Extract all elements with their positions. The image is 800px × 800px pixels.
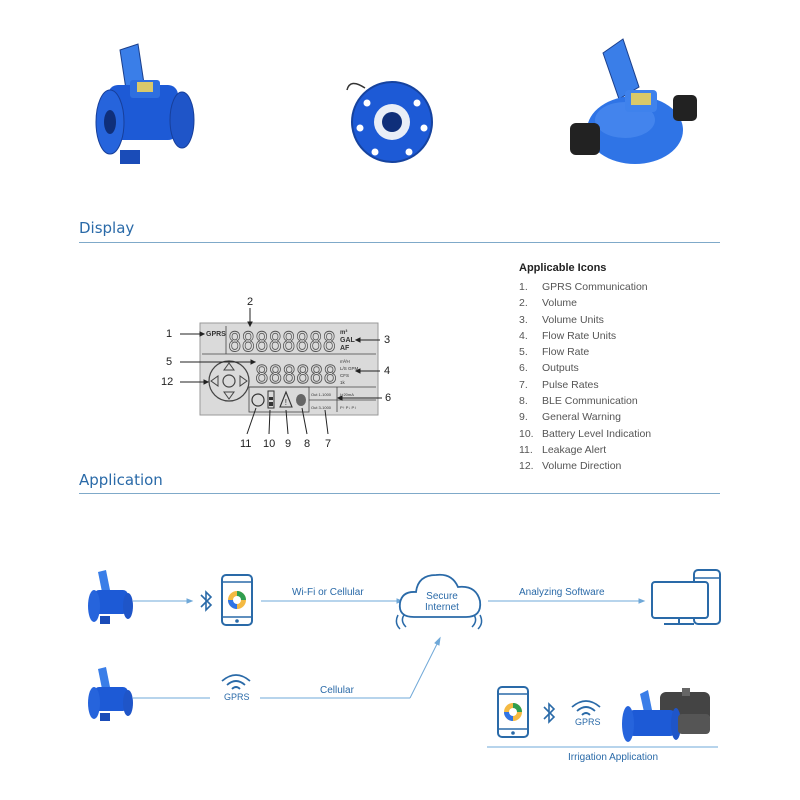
list-item: 9.General Warning: [519, 411, 621, 424]
list-item: 6.Outputs: [519, 362, 579, 375]
secure-label: Secure: [426, 591, 458, 602]
general-warning-icon: [279, 390, 293, 408]
callout-5: 5: [166, 356, 173, 368]
callout-9: 9: [285, 438, 292, 450]
lcd-unit-af: AF: [340, 345, 350, 352]
irrigation-gprs-signal-icon: [571, 700, 601, 716]
lcd-out3-text: I+20mA: [340, 392, 354, 397]
lcd-flow-unit-cfs: CFS: [340, 373, 349, 378]
callout-12: 12: [161, 376, 174, 388]
wifi-cellular-label: Wi-Fi or Cellular: [292, 587, 364, 598]
irrigation-smartphone-icon: [497, 686, 529, 738]
lcd-out4-text: P↑ P↓ P↕: [340, 405, 356, 410]
secure-internet-cloud-icon: [395, 573, 483, 630]
callout-10: 10: [263, 438, 276, 450]
smartphone-icon: [221, 574, 253, 626]
lcd-unit-gal: GAL: [340, 337, 356, 344]
gprs-signal-icon: [221, 674, 251, 690]
analyzing-software-label: Analyzing Software: [519, 587, 605, 598]
computer-icon: [651, 569, 721, 625]
bluetooth-icon: [200, 590, 213, 612]
callout-4: 4: [384, 365, 391, 377]
list-item: 3.Volume Units: [519, 313, 604, 326]
list-item: 2.Volume: [519, 297, 578, 310]
svg-text:!: !: [285, 398, 287, 407]
meter-side-view-image: [95, 43, 195, 164]
lcd-out1-text: Out 1-1000: [311, 392, 332, 397]
application-section-divider: [79, 493, 720, 494]
lcd-flow-unit-m3h: m³/H: [340, 359, 350, 364]
gprs-label: GPRS: [224, 692, 250, 702]
callout-11: 11: [240, 438, 252, 450]
meter-icon-gprs-path: [88, 667, 133, 721]
list-item: 5.Flow Rate: [519, 346, 590, 359]
meter-threaded-view-image: [570, 38, 697, 164]
list-item: 11.Leakage Alert: [519, 443, 607, 456]
callout-6: 6: [385, 392, 392, 404]
meter-icon-wifi-path: [88, 570, 133, 624]
list-item: 12.Volume Direction: [519, 460, 622, 473]
leakage-alert-icon: [251, 393, 265, 407]
irrigation-meter-valve-image: [622, 688, 710, 742]
display-section-divider: [79, 242, 720, 243]
battery-level-icon: [267, 390, 275, 409]
lcd-flow-digits: 888888: [255, 360, 337, 389]
list-item: 4.Flow Rate Units: [519, 329, 617, 342]
callout-7: 7: [325, 438, 332, 450]
lcd-flow-unit-lps: L/S GPM: [340, 366, 359, 371]
display-section-title: Display: [79, 219, 135, 237]
list-item: 7.Pulse Rates: [519, 378, 599, 391]
lcd-flow-unit-1k: 1k: [340, 380, 346, 385]
callout-1: 1: [166, 328, 173, 340]
application-section-title: Application: [79, 471, 163, 489]
meter-flange-view-image: [346, 81, 433, 163]
volume-direction-icon: [208, 360, 250, 402]
irrigation-application-label: Irrigation Application: [568, 752, 659, 763]
list-item: 10.Battery Level Indication: [519, 427, 652, 440]
applicable-icons-list: 1.GPRS Communication 2.Volume 3.Volume U…: [519, 279, 651, 475]
cellular-label: Cellular: [320, 685, 354, 696]
lcd-display-diagram: GPRS 88888888 m³ GAL AF 888888 m³/H L/S …: [180, 308, 382, 435]
irrigation-bluetooth-icon: [543, 702, 556, 724]
callout-8: 8: [304, 438, 311, 450]
list-item: 8.BLE Communication: [519, 395, 638, 408]
ble-communication-icon: [296, 394, 306, 406]
lcd-out2-text: Out 3-1000: [311, 405, 332, 410]
list-item: 1.GPRS Communication: [519, 281, 648, 293]
lcd-unit-m3: m³: [340, 329, 347, 336]
lcd-gprs-text: GPRS: [206, 331, 226, 338]
lcd-volume-digits: 88888888: [228, 327, 336, 358]
callout-3: 3: [384, 334, 391, 346]
internet-label: Internet: [425, 602, 459, 613]
applicable-icons-title: Applicable Icons: [519, 262, 607, 274]
irrigation-gprs-label: GPRS: [575, 717, 601, 727]
callout-2: 2: [247, 296, 254, 308]
